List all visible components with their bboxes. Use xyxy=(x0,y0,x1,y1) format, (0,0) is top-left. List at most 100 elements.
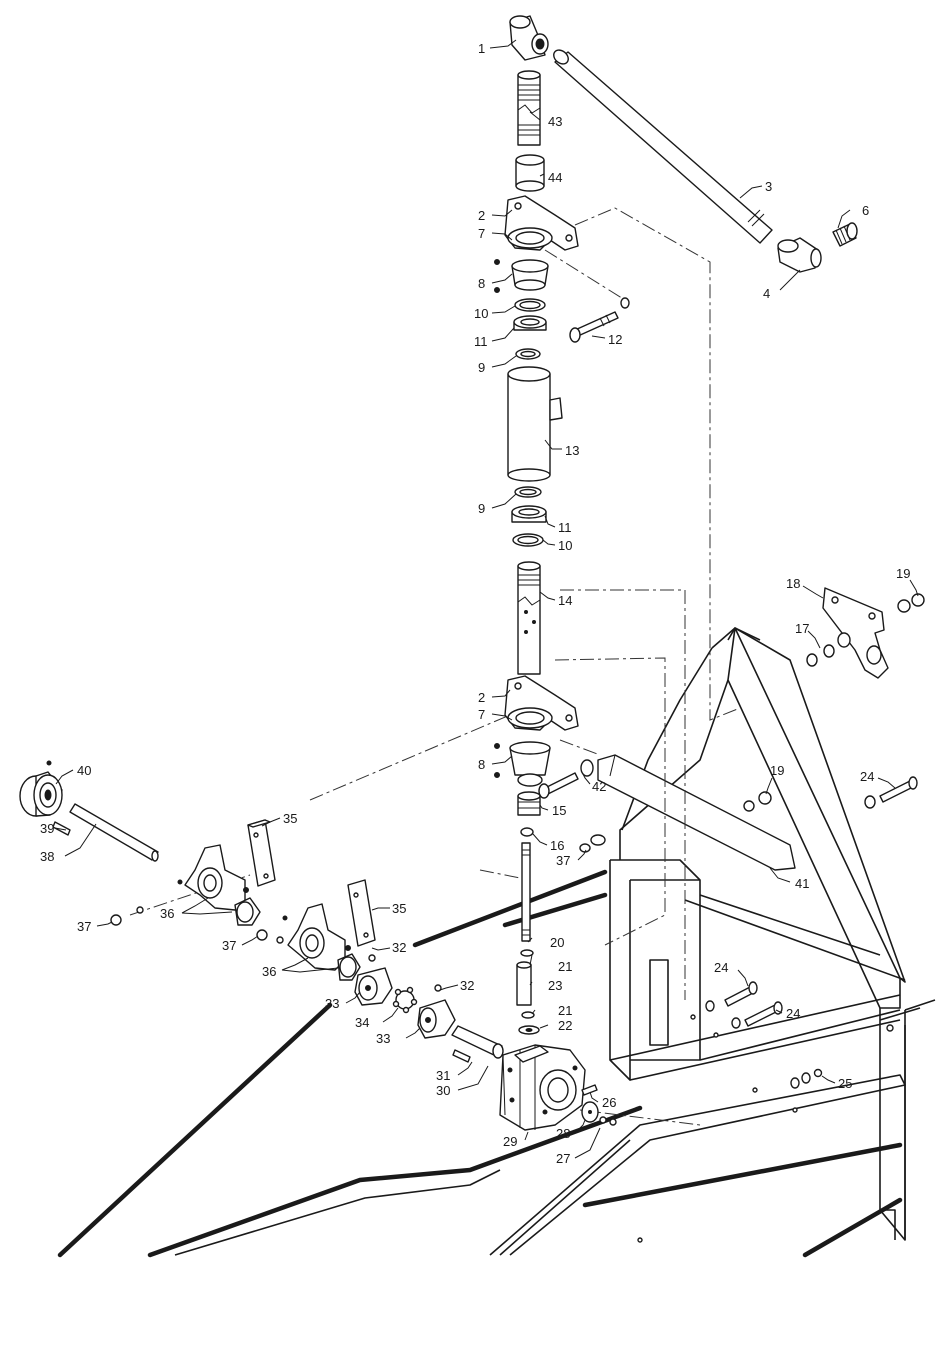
callout-17: 17 xyxy=(795,621,809,636)
tube-13 xyxy=(508,367,562,481)
callout-10-top: 10 xyxy=(474,306,488,321)
callout-labels: 1 43 3 44 6 2 7 4 8 10 12 11 9 13 9 11 1… xyxy=(40,41,910,1166)
callout-26: 26 xyxy=(602,1095,616,1110)
main-frame xyxy=(60,628,935,1255)
coupling-33-left xyxy=(355,955,392,1005)
washer-19-lower xyxy=(744,792,771,811)
callout-34: 34 xyxy=(355,1015,369,1030)
callout-24-lower: 24 xyxy=(786,1006,800,1021)
nipple-43 xyxy=(518,71,540,145)
callout-41: 41 xyxy=(795,876,809,891)
callout-28: 28 xyxy=(556,1126,570,1141)
callout-9-bottom: 9 xyxy=(478,501,485,516)
callout-37-left: 37 xyxy=(77,919,91,934)
callout-7-top: 7 xyxy=(478,226,485,241)
bearing-8-top xyxy=(495,260,549,293)
bearing-block-36-lower xyxy=(288,904,360,980)
callout-19-upper: 19 xyxy=(896,566,910,581)
callout-10-bottom: 10 xyxy=(558,538,572,553)
callout-27: 27 xyxy=(556,1151,570,1166)
callout-39: 39 xyxy=(40,821,54,836)
callout-43: 43 xyxy=(548,114,562,129)
key-31 xyxy=(453,1050,470,1062)
callout-21-lower: 21 xyxy=(558,1003,572,1018)
callout-8-bottom: 8 xyxy=(478,757,485,772)
callout-13: 13 xyxy=(565,443,579,458)
plate-18 xyxy=(823,588,888,678)
callout-25: 25 xyxy=(838,1076,852,1091)
leader-lines xyxy=(55,40,918,1158)
shaft-38 xyxy=(70,804,158,861)
pulley-40 xyxy=(20,761,62,816)
callout-36-lower: 36 xyxy=(262,964,276,979)
rod-20 xyxy=(522,843,530,941)
callout-37-middle: 37 xyxy=(222,938,236,953)
spacer-23 xyxy=(517,962,531,1005)
callout-29: 29 xyxy=(503,1134,517,1149)
callout-33-upper: 33 xyxy=(325,996,339,1011)
washer-19-upper xyxy=(898,594,924,612)
plate-35-lower xyxy=(348,880,375,946)
callout-14: 14 xyxy=(558,593,572,608)
callout-30: 30 xyxy=(436,1083,450,1098)
long-pipe-3 xyxy=(551,47,772,243)
callout-6: 6 xyxy=(862,203,869,218)
callout-23: 23 xyxy=(548,978,562,993)
bolts-24-lower xyxy=(691,982,782,1037)
washers-25 xyxy=(791,1070,822,1089)
callout-4: 4 xyxy=(763,286,770,301)
callout-2-bottom: 2 xyxy=(478,690,485,705)
washer-22 xyxy=(519,1026,539,1034)
callout-24-middle: 24 xyxy=(714,960,728,975)
callout-20: 20 xyxy=(550,935,564,950)
callout-44: 44 xyxy=(548,170,562,185)
callout-16: 16 xyxy=(550,838,564,853)
callout-38: 38 xyxy=(40,849,54,864)
washer-17 xyxy=(807,633,850,666)
shaft-14 xyxy=(518,562,540,674)
bushing-44 xyxy=(516,155,544,191)
callout-31: 31 xyxy=(436,1068,450,1083)
plate-35-upper xyxy=(248,820,275,886)
callout-7-bottom: 7 xyxy=(478,707,485,722)
ring-10-bottom xyxy=(513,534,543,546)
callout-35-lower: 35 xyxy=(392,901,406,916)
callout-1: 1 xyxy=(478,41,485,56)
callout-40: 40 xyxy=(77,763,91,778)
callout-21-upper: 21 xyxy=(558,959,572,974)
callout-8-top: 8 xyxy=(478,276,485,291)
washer-21-top xyxy=(521,950,533,956)
spring-15 xyxy=(518,792,540,815)
elbow-4 xyxy=(778,238,821,272)
callout-18: 18 xyxy=(786,576,800,591)
bearing-8-bottom xyxy=(495,742,551,786)
callout-11-bottom: 11 xyxy=(558,520,572,535)
callout-22: 22 xyxy=(558,1018,572,1033)
callout-42: 42 xyxy=(592,779,606,794)
bracket-2-bottom xyxy=(505,676,578,730)
ring-9-bottom xyxy=(515,487,541,497)
fitting-6 xyxy=(833,223,857,246)
washer-28 xyxy=(582,1102,598,1122)
gearbox-29 xyxy=(500,1045,585,1130)
callout-36-upper: 36 xyxy=(160,906,174,921)
bracket-2-top xyxy=(505,196,578,250)
callout-32-upper: 32 xyxy=(392,940,406,955)
callout-37-center: 37 xyxy=(556,853,570,868)
ring-11-top xyxy=(514,316,546,330)
tee-fitting xyxy=(510,16,548,60)
callout-2-top: 2 xyxy=(478,208,485,223)
ring-11-bottom xyxy=(512,506,546,522)
callout-11-top: 11 xyxy=(474,334,488,349)
callout-12: 12 xyxy=(608,332,622,347)
callout-9-top: 9 xyxy=(478,360,485,375)
callout-3: 3 xyxy=(765,179,772,194)
callout-32-lower: 32 xyxy=(460,978,474,993)
coupling-33-right xyxy=(418,985,455,1038)
callout-24-upper: 24 xyxy=(860,769,874,784)
callout-35-upper: 35 xyxy=(283,811,297,826)
ring-9-top xyxy=(516,349,540,359)
callout-33-lower: 33 xyxy=(376,1031,390,1046)
ring-10-top xyxy=(515,299,545,311)
